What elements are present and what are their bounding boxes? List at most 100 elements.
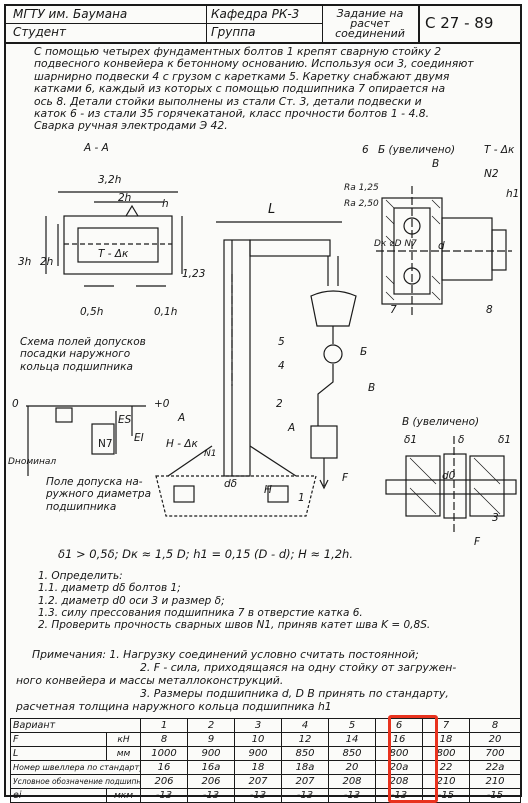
row-name: ei [10, 788, 107, 803]
variant-number: 2 [187, 718, 235, 733]
table-cell: 900 [187, 746, 235, 761]
d0-label: d0 [442, 470, 456, 482]
table-row: ei мкм -13 -13 -13 -13 -13 -13 -15 -15 [10, 788, 521, 803]
table-cell: 206 [187, 774, 235, 789]
row-name: Условное обозначение подшипника [10, 774, 141, 789]
roughness-1-25: Ra 1,25 [344, 183, 379, 193]
tolerance-scheme-title: Схема полей допусков посадки наружного к… [20, 336, 146, 373]
relations-line: δ1 > 0,5δ; Dк ≈ 1,5 D; h1 = 0,15 (D - d)… [58, 547, 353, 561]
view-v-title: В (увеличено) [402, 416, 480, 428]
callout-6: 6 [362, 144, 369, 156]
variant-header: Вариант [10, 718, 141, 733]
task-line: катками 6, каждый из которых с помощью п… [34, 82, 446, 96]
table-cell: 12 [281, 732, 329, 747]
bearing-field-caption: Поле допуска на- ружного диаметра подшип… [46, 476, 152, 513]
department-name: Кафедра РК-3 [211, 7, 300, 21]
callout-3: 3 [492, 512, 499, 524]
dim-h: h [162, 198, 169, 210]
task-line: С помощью четырех фундаментных болтов 1 … [34, 45, 442, 58]
variant-6-highlight [388, 715, 438, 803]
task-line: ось 8. Детали стойки выполнены из стали … [34, 94, 422, 108]
weld-tdk-label-2: T - Δк [484, 144, 515, 156]
table-row: L мм 1000 900 900 850 850 800 800 700 [10, 746, 521, 761]
table-cell: 16 [140, 760, 188, 775]
table-cell: 207 [234, 774, 282, 789]
plus-zero-label: +0 [154, 398, 170, 410]
ei-label: EI [134, 432, 144, 444]
section-a-right: А [288, 422, 296, 434]
section-aa-label: А - А [84, 142, 109, 154]
h1-label: h1 [506, 188, 520, 200]
view-b-title: Б (увеличено) [378, 144, 456, 156]
dim-0-1h: 0,1h [154, 306, 178, 318]
table-cell: -15 [469, 788, 521, 803]
variants-table: Вариант 1 2 3 4 5 6 7 8 F кН 8 9 10 12 1… [10, 718, 521, 803]
variant-number: 4 [281, 718, 329, 733]
table-cell: -13 [187, 788, 235, 803]
weld-tdk-label: T - Δк [98, 248, 129, 260]
table-cell: 206 [140, 774, 188, 789]
bore-d-label: d [438, 240, 445, 252]
table-row: Вариант 1 2 3 4 5 6 7 8 [10, 718, 521, 733]
title-block: МГТУ им. Баумана Кафедра РК-3 Студент Гр… [6, 6, 520, 44]
force-f-label-2: F [474, 536, 481, 548]
bolt-diameter-label: dδ [224, 478, 238, 490]
height-h-label: H [264, 484, 272, 496]
table-cell: 18а [281, 760, 329, 775]
table-cell: -13 [328, 788, 376, 803]
label-b-width: B [432, 158, 440, 170]
table-cell: 10 [234, 732, 282, 747]
dk-n7-label: Dк ⌀D N7 [374, 239, 417, 249]
table-cell: 207 [281, 774, 329, 789]
table-cell: 20 [328, 760, 376, 775]
force-f-label: F [342, 472, 349, 484]
table-cell: 20 [469, 732, 521, 747]
dim-2h: 2h [118, 192, 132, 204]
table-cell: 14 [328, 732, 376, 747]
table-row: F кН 8 9 10 12 14 16 18 20 [10, 732, 521, 747]
table-row: Условное обозначение подшипника 206 206 … [10, 774, 521, 789]
table-cell: -13 [281, 788, 329, 803]
row-unit: мм [106, 746, 141, 761]
roughness-2-50: Ra 2,50 [344, 199, 379, 209]
table-row: Номер швеллера по стандарту 16 16а 18 18… [10, 760, 521, 775]
table-cell: 850 [328, 746, 376, 761]
zero-line-label: 0 [12, 398, 19, 410]
technical-drawing [26, 186, 517, 532]
delta1-label: δ1 [404, 434, 418, 446]
task-title: Задание на расчет соединений [335, 9, 405, 39]
table-cell: 22а [469, 760, 521, 775]
table-cell: 210 [469, 774, 521, 789]
weld-n1-label: N1 [204, 449, 217, 459]
weld-hdk-label: H - Δк [166, 438, 198, 450]
sheet-code: С 27 - 89 [425, 14, 494, 32]
table-cell: 16а [187, 760, 235, 775]
table-cell: -13 [234, 788, 282, 803]
dim-3-2h: 3,2h [98, 174, 122, 186]
task-line: шарнирно подвески 4 с грузом с каретками… [34, 69, 450, 83]
callout-5: 5 [278, 336, 285, 348]
callout-b: Б [360, 346, 368, 358]
assignment-sheet: МГТУ им. Баумана Кафедра РК-3 Студент Гр… [4, 4, 522, 803]
group-label: Группа [211, 25, 256, 39]
table-cell: 900 [234, 746, 282, 761]
table-cell: 208 [328, 774, 376, 789]
dim-0-5h: 0,5h [80, 306, 104, 318]
table-cell: 850 [281, 746, 329, 761]
dnom-label: Dноминал [8, 457, 57, 467]
row-name: Номер швеллера по стандарту [10, 760, 141, 775]
row-unit: мкм [106, 788, 141, 803]
table-cell: -13 [140, 788, 188, 803]
dim-2h-vertical: 2h [40, 256, 54, 268]
es-label: ES [118, 414, 132, 426]
callout-8: 8 [486, 304, 493, 316]
table-cell: 8 [140, 732, 188, 747]
dim-1-23: 1,23 [182, 268, 206, 280]
row-unit: кН [106, 732, 141, 747]
section-a-left: А [178, 412, 186, 424]
variant-number: 1 [140, 718, 188, 733]
n7-label: N7 [98, 438, 113, 450]
table-cell: 1000 [140, 746, 188, 761]
table-cell: 9 [187, 732, 235, 747]
task-description: С помощью четырех фундаментных болтов 1 … [24, 45, 514, 133]
